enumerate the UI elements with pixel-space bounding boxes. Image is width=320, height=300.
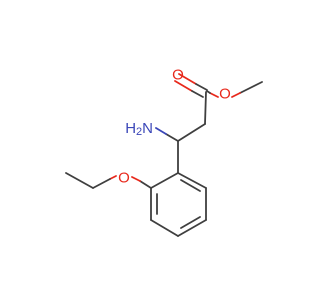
bond-ring-ether-o	[139, 180, 152, 189]
ring-bond-3	[177, 219, 207, 237]
ring-bond-6	[150, 172, 179, 189]
bond-ether-o-ch2-half	[109, 175, 117, 180]
bond-ester-o-carbonyl-c	[206, 90, 211, 94]
bond-ch2-chn	[177, 123, 206, 142]
bond-ether-o-ch2	[92, 178, 111, 189]
ring-bond-1	[177, 172, 207, 189]
bond-carbonyl-c-ch2	[204, 91, 207, 125]
ether-oxygen-label: O	[118, 170, 130, 187]
bond-carbonyl-double-b	[174, 80, 193, 92]
bond-ethyl-ch2-ch3	[65, 172, 94, 189]
bond-chn-n	[165, 133, 179, 142]
bond-ester-o-methyl-half	[231, 92, 241, 98]
bond-ether-o-ring-half	[131, 176, 141, 182]
ring-bond-4	[150, 219, 179, 237]
carbonyl-oxygen-label: O	[172, 67, 184, 84]
chemical-structure: O O O H2N	[65, 67, 263, 237]
bond-carbonyl-double-a-c	[195, 83, 208, 91]
ring-inner-bond-2	[180, 216, 201, 229]
bond-n-half	[155, 127, 167, 135]
ring-inner-bond-1	[180, 179, 201, 192]
bond-ester-o-carbonyl-c-half	[209, 92, 219, 98]
bond-ester-methyl-o	[239, 81, 263, 94]
bond-carbonyl-double-a	[178, 73, 197, 85]
bond-carbonyl-double-b-c	[191, 90, 204, 98]
amine-label: H2N	[125, 120, 153, 139]
ester-oxygen-label: O	[219, 86, 231, 103]
